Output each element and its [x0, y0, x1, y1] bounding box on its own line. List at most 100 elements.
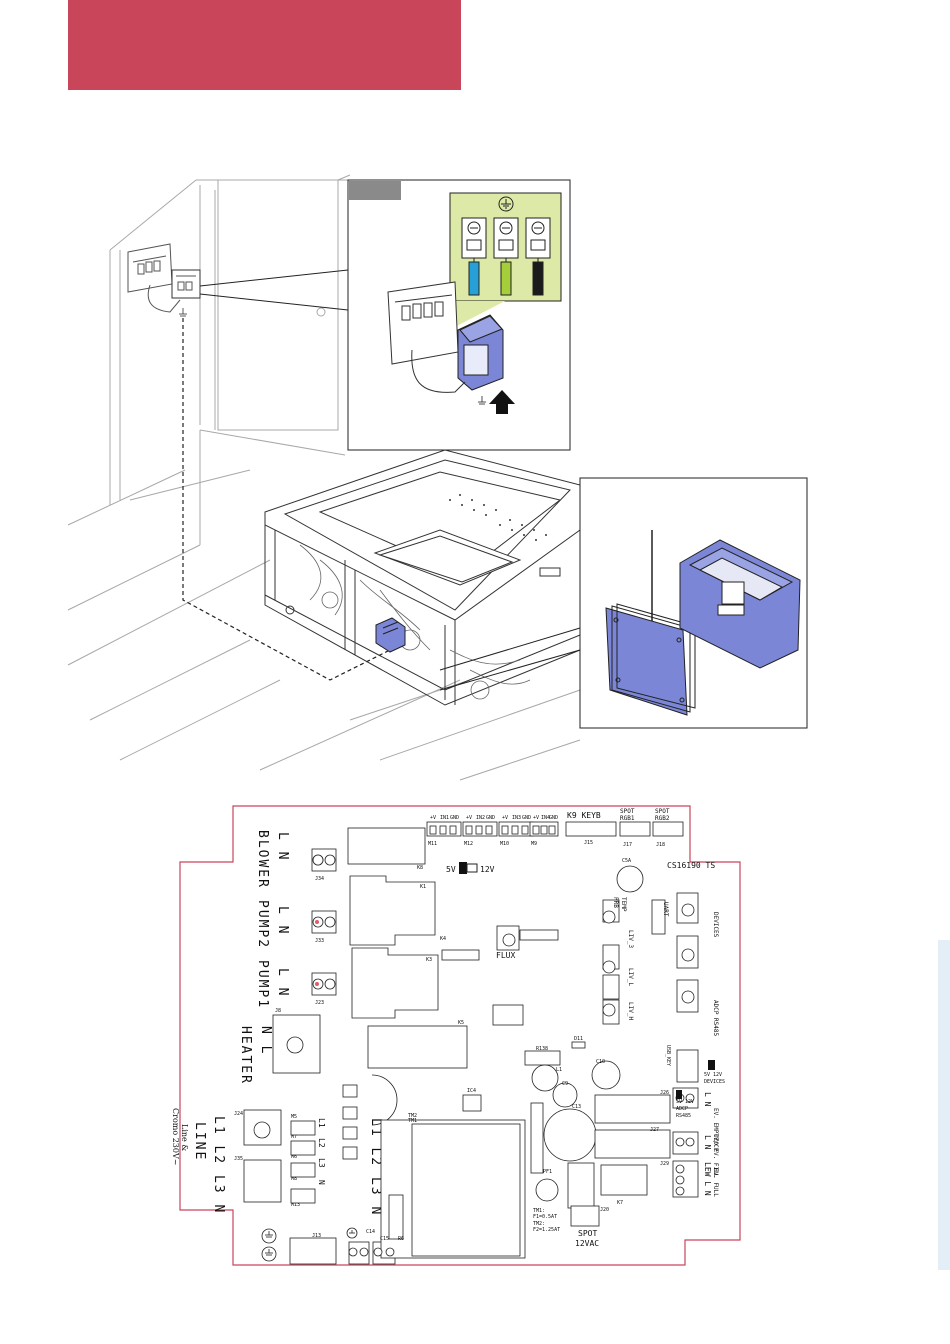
adcp-rs485-label: ADCP RS485 [712, 1000, 719, 1037]
m8-label: M8 [291, 1176, 297, 1182]
earth-icon [498, 196, 514, 212]
heater-ln: N L [258, 1026, 273, 1055]
adcp-small-label: 5V 12V [676, 1099, 694, 1105]
m5-label: M5 [291, 1114, 297, 1120]
pump2-ln: L N [275, 906, 290, 935]
line-amp-label: Line & [180, 1124, 189, 1151]
line-row-l2: L2 [317, 1138, 326, 1148]
conn-label: GND [450, 815, 459, 821]
conn-label: +V [466, 815, 472, 821]
wall-electric-box [127, 243, 201, 313]
conn-label: +V [502, 815, 508, 821]
devices-small-label: 5V 12V [704, 1072, 722, 1078]
m-label: M10 [500, 841, 509, 847]
tm1-fuse-label: TM1: [533, 1208, 545, 1214]
c15-label: C15 [380, 1236, 389, 1242]
conn-label: GND [549, 815, 558, 821]
k5-label: K5 [458, 1020, 464, 1026]
spot-rgb2-label: RGB2 [655, 815, 670, 822]
adcp-small-label: ADCP [676, 1106, 688, 1112]
j35-label: J35 [234, 1156, 243, 1162]
line-row-l1: L1 [317, 1118, 326, 1128]
r138-label: R138 [536, 1046, 548, 1052]
line-row-n: N [317, 1180, 326, 1185]
conn-label: IN2 [476, 815, 485, 821]
jumper-12v-label: 12V [480, 865, 495, 874]
devices-label: DEVICES [712, 912, 719, 938]
c5a-label: C5A [622, 858, 631, 864]
k7-label: K7 [617, 1200, 623, 1206]
usb-key-label: USB_KEY [665, 1045, 671, 1066]
conn-label: IN3 [512, 815, 521, 821]
l1-label: L1 [556, 1067, 562, 1073]
detail-panel-terminal [347, 179, 571, 451]
j18-label: J18 [656, 842, 665, 848]
c9-label: C9 [562, 1081, 568, 1087]
k3-label: K3 [426, 957, 432, 963]
ev-full-ln: LEW L N [703, 1162, 712, 1196]
flux-label: FLUX [496, 951, 515, 960]
conn-label: GND [486, 815, 495, 821]
arrow-up-icon [489, 390, 515, 414]
liv3-label: LIV_3 [627, 930, 634, 948]
k4-label: K4 [440, 936, 446, 942]
tm2-label: TM2 [408, 1113, 417, 1119]
earth-icon-board [261, 1227, 358, 1262]
j33-label: J33 [315, 938, 324, 944]
jumper-5v-12v: 5V 12V [446, 862, 495, 874]
j13-label: J13 [312, 1233, 321, 1239]
m-label: M11 [428, 841, 437, 847]
j20-label: J20 [600, 1207, 609, 1213]
jumpers-black [676, 1060, 715, 1099]
uart-label: UART [662, 902, 669, 917]
line-row-l3: L3 [317, 1158, 326, 1168]
left-output-labels: L N BLOWER L N PUMP2 L N PUMP1 N L HEATE… [238, 830, 290, 1085]
pump2-label: PUMP2 [255, 900, 270, 949]
j29-label: J29 [660, 1161, 669, 1167]
k8-label: K8 [417, 865, 423, 871]
right-edge-decoration [938, 940, 950, 1270]
spot-rgb1-label: RGB1 [620, 815, 635, 822]
component-labels: K8 K1 K3 K5 K7 K4 FLUX C5A TEMP PRB LIV_… [366, 858, 725, 1248]
j15-label: J15 [584, 840, 593, 846]
k9-keyb-label: K9 KEYB [567, 811, 601, 820]
pump1-ln: L N [275, 968, 290, 997]
j23-label: J23 [315, 1000, 324, 1006]
earth-icon-small [179, 308, 187, 317]
j34-label: J34 [315, 876, 324, 882]
cromo-label: Cromo 230V~ [171, 1108, 180, 1165]
j26-label: J26 [660, 1090, 669, 1096]
pf1-label: PF1 [543, 1169, 552, 1175]
j24-label: J24 [234, 1111, 243, 1117]
tm2-fuse-label: TM2: [533, 1221, 545, 1227]
middle-line-blocks [290, 1074, 398, 1204]
line-labels: L1 L2 L3 N LINE Line & Cromo 230V~ [171, 1108, 226, 1214]
f1-label: F1=0.5AT [533, 1214, 557, 1220]
spot-12vac-label: SPOT [578, 1229, 597, 1238]
blower-label: BLOWER [255, 830, 270, 889]
c14-label: C14 [366, 1229, 375, 1235]
middle-line-labels: L1 L2 L3 N M5 M7 M6 M8 M13 L1 L2 L3 N [291, 1114, 383, 1216]
m-label: M9 [531, 841, 537, 847]
j17-label: J17 [623, 842, 632, 848]
m13-label: M13 [291, 1202, 300, 1208]
tub-control-module [375, 617, 406, 653]
m-label: M12 [464, 841, 473, 847]
jumper-5v-label: 5V [446, 865, 456, 874]
spot-rgb2-label: SPOT [655, 808, 670, 815]
j27-label: J27 [650, 1127, 659, 1133]
f2-label: F2=1.25AT [533, 1227, 560, 1233]
spot-rgb1-label: SPOT [620, 808, 635, 815]
livh-label: LIV_H [627, 1002, 634, 1020]
blower-ln: L N [275, 832, 290, 861]
conn-label: +V [533, 815, 539, 821]
conn-label: +V [430, 815, 436, 821]
r6-label: R6 [398, 1236, 404, 1242]
line-l1l2l3n: L1 L2 L3 N [211, 1116, 226, 1214]
dashed-cable [182, 318, 391, 681]
devices-small-label: DEVICES [704, 1079, 725, 1085]
header-band [68, 0, 461, 90]
board-model: CS16190 TS [667, 861, 715, 870]
ic4-label: IC4 [467, 1088, 476, 1094]
tm1-label: TM1 [408, 1118, 417, 1124]
